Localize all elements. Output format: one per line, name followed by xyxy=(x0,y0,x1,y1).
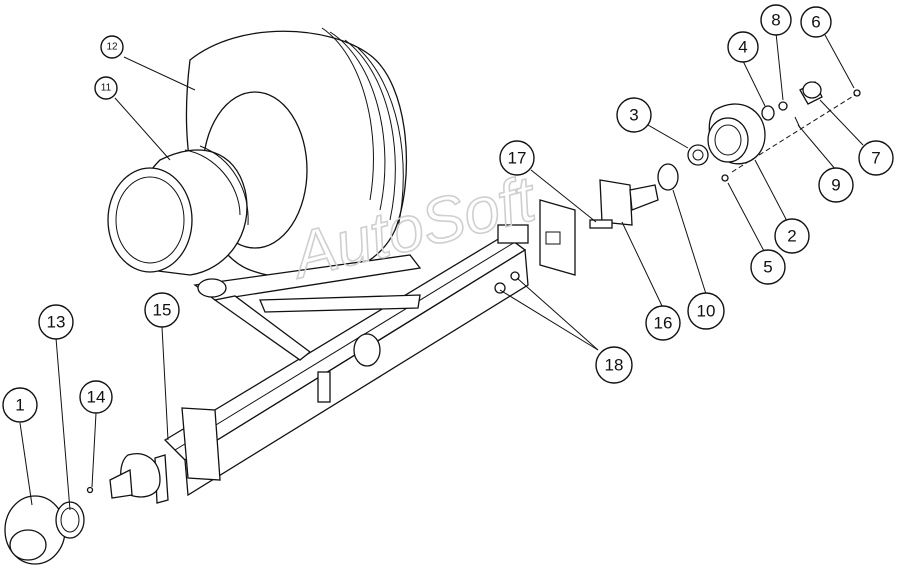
callout-label: 14 xyxy=(87,388,106,407)
callout-17[interactable]: 17 xyxy=(499,140,535,176)
callout-7[interactable]: 7 xyxy=(858,140,894,176)
callout-9[interactable]: 9 xyxy=(818,167,854,203)
callout-3[interactable]: 3 xyxy=(616,97,652,133)
callout-label: 6 xyxy=(811,13,820,32)
callout-6[interactable]: 6 xyxy=(800,6,832,38)
washer-10-shape xyxy=(657,163,679,191)
callout-5[interactable]: 5 xyxy=(750,249,786,285)
callout-label: 17 xyxy=(508,149,527,168)
callout-label: 13 xyxy=(47,313,66,332)
callout-15[interactable]: 15 xyxy=(144,292,180,328)
callout-8[interactable]: 8 xyxy=(760,4,792,36)
callout-12[interactable]: 12 xyxy=(100,35,124,59)
callout-label: 4 xyxy=(738,38,747,57)
callout-label: 3 xyxy=(629,106,638,125)
right-hub-parts xyxy=(657,81,861,191)
callout-18[interactable]: 18 xyxy=(595,346,633,384)
callout-label: 15 xyxy=(153,301,172,320)
callout-label: 7 xyxy=(871,149,880,168)
tow-frame xyxy=(193,254,422,361)
rim xyxy=(107,145,249,276)
callout-label: 1 xyxy=(15,396,24,415)
callout-label: 5 xyxy=(763,258,772,277)
callout-16[interactable]: 16 xyxy=(645,305,681,341)
callout-14[interactable]: 14 xyxy=(79,380,113,414)
callout-2[interactable]: 2 xyxy=(774,218,810,254)
leader-lines xyxy=(19,32,864,511)
callout-1[interactable]: 1 xyxy=(2,387,38,423)
tire-and-rim xyxy=(107,27,408,280)
axle-beam xyxy=(109,224,529,504)
callout-4[interactable]: 4 xyxy=(727,31,759,63)
callout-13[interactable]: 13 xyxy=(38,304,74,340)
callout-label: 10 xyxy=(697,302,716,321)
callout-label: 9 xyxy=(831,176,840,195)
callout-10[interactable]: 10 xyxy=(687,292,725,330)
callout-label: 16 xyxy=(654,314,673,333)
left-hub xyxy=(4,486,94,565)
spindle-bracket xyxy=(494,179,659,294)
callout-label: 11 xyxy=(101,83,112,94)
callout-11[interactable]: 11 xyxy=(94,76,118,100)
callout-label: 2 xyxy=(787,227,796,246)
callout-label: 8 xyxy=(771,11,780,30)
callout-label: 12 xyxy=(106,42,118,53)
callout-label: 18 xyxy=(605,356,624,375)
